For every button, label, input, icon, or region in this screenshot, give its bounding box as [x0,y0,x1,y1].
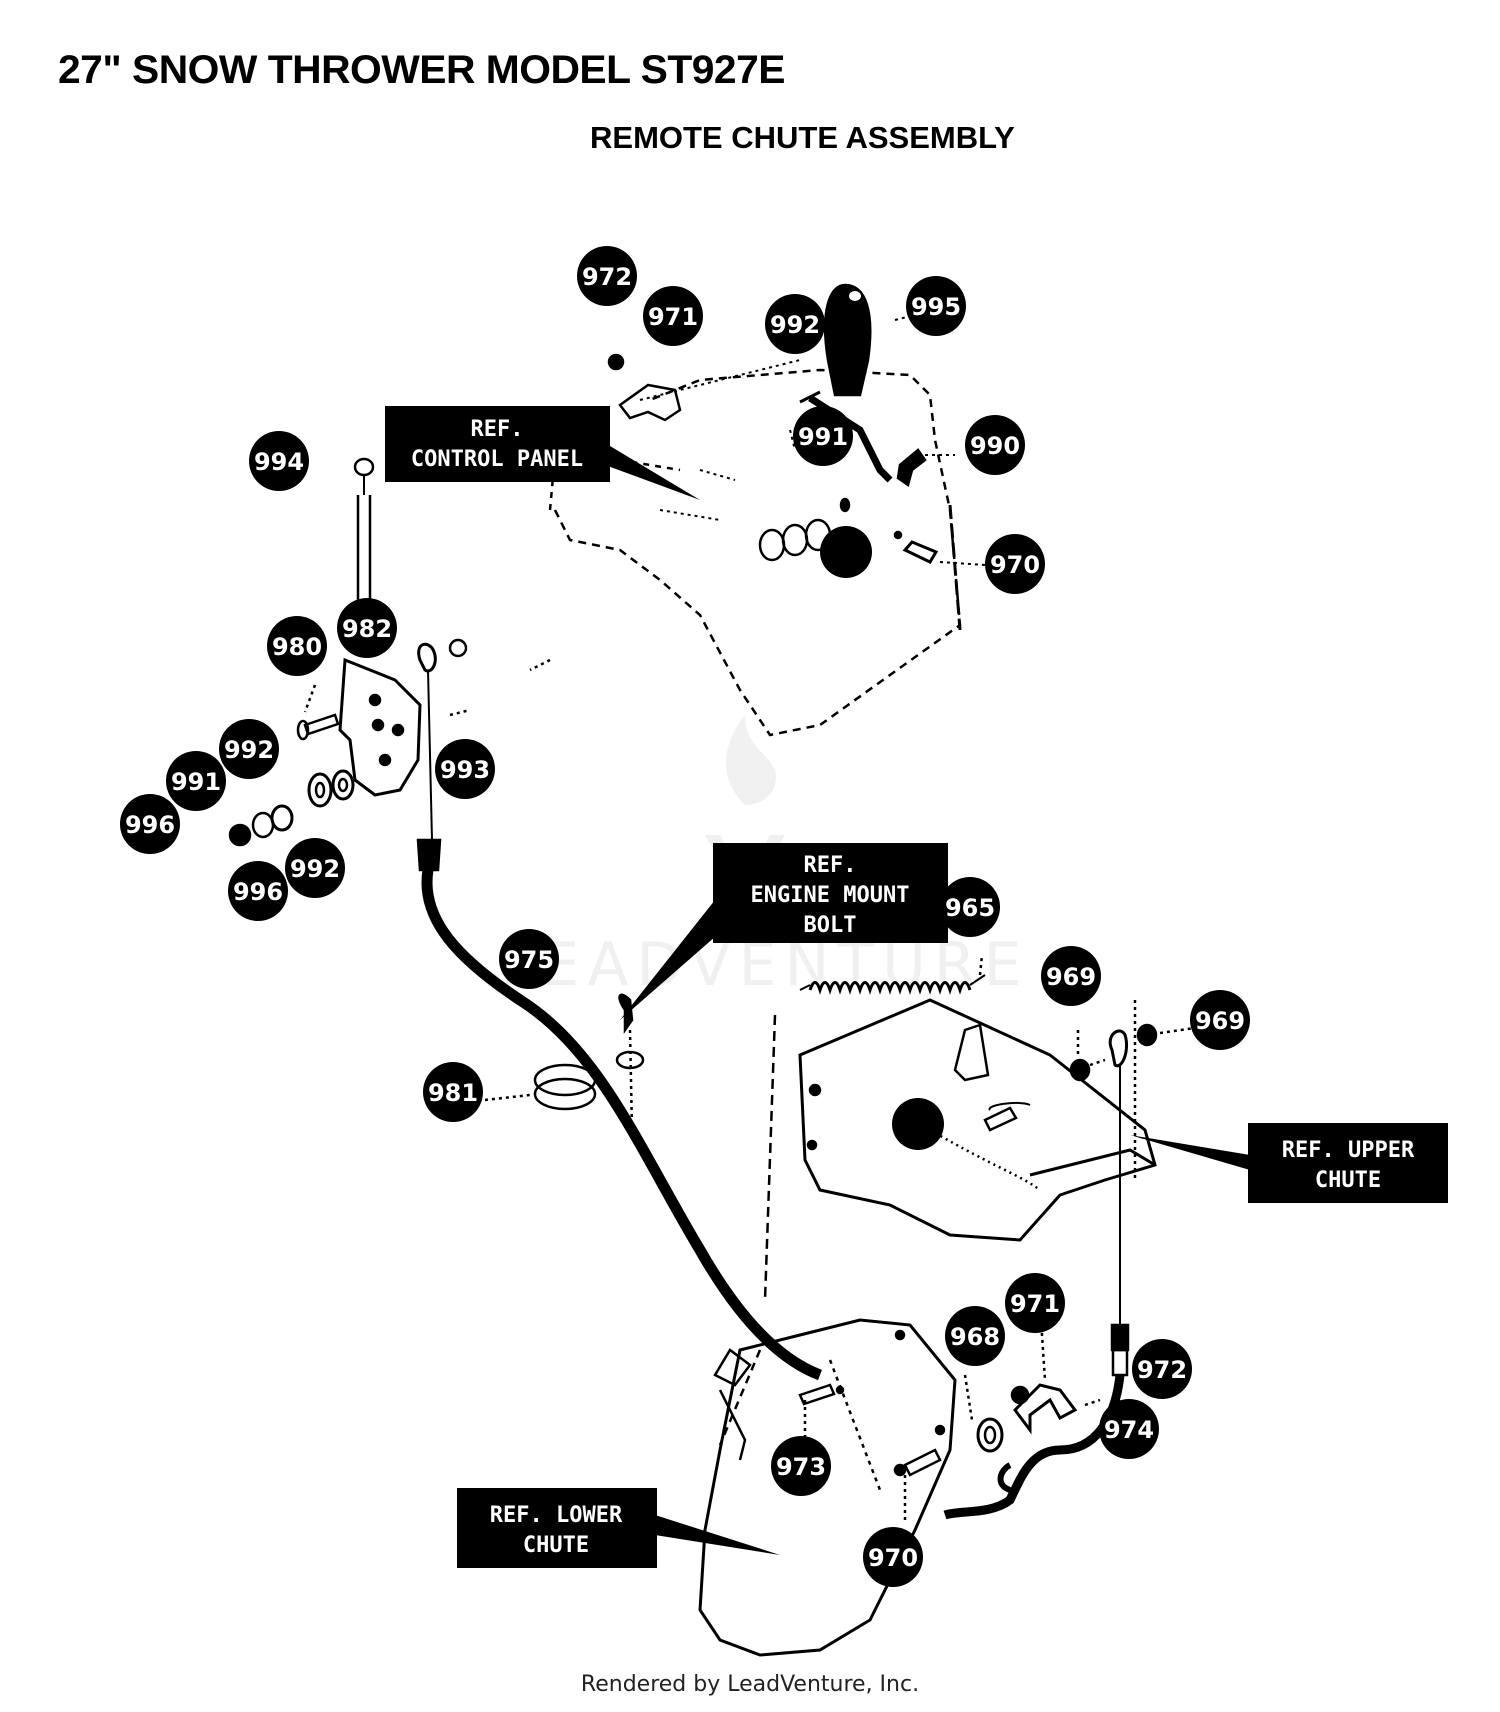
panel-screw [902,540,939,564]
svg-text:981: 981 [428,1079,478,1107]
svg-text:982: 982 [342,615,392,643]
svg-text:996: 996 [125,811,175,839]
ref-control-panel-pointer [600,440,700,500]
svg-text:995: 995 [911,293,961,321]
svg-text:ENGINE MOUNT: ENGINE MOUNT [751,883,910,908]
ref-lower-chute-pointer [655,1515,780,1555]
svg-text:992: 992 [224,736,274,764]
upper-chute-outline [798,998,1157,1242]
part-callout: 996 [120,794,180,854]
part-callout: 974 [1099,1399,1159,1459]
part-callout: 970 [985,534,1045,594]
ref-lower-chute-label: REF. LOWER CHUTE [457,1488,780,1568]
lever-bracket [896,448,927,488]
part-callout: 975 [499,929,559,989]
part-callout: 972 [1132,1339,1192,1399]
part-callout: 969 [1041,946,1101,1006]
footer-credit: Rendered by LeadVenture, Inc. [580,1672,920,1697]
part-callout: 980 [267,616,327,676]
coil-981 [484,993,645,1131]
part-callout: 991 [793,406,853,466]
svg-text:972: 972 [1137,1356,1187,1384]
svg-text:993: 993 [440,756,490,784]
cable-clip-top [618,383,682,422]
part-callout: 994 [249,431,309,491]
cable-clip-bottom [1013,1383,1078,1435]
part-callout: 993 [435,739,495,799]
control-panel-outline [553,368,962,737]
svg-text:965: 965 [945,894,995,922]
svg-text:991: 991 [798,423,848,451]
svg-text:970: 970 [990,551,1040,579]
spring-965 [808,981,972,995]
part-callout: 991 [166,751,226,811]
control-panel-drawing [548,283,986,737]
svg-text:973: 973 [776,1453,826,1481]
part-callout: 969 [1190,990,1250,1050]
cable-974 [943,1374,1125,1520]
svg-text:REF. UPPER: REF. UPPER [1282,1138,1415,1163]
svg-text:970: 970 [868,1544,918,1572]
svg-text:990: 990 [970,432,1020,460]
lower-chute-outline [698,1318,957,1657]
part-callout: 972 [577,246,637,306]
control-panel-hub [820,526,872,578]
nut-996 [228,823,252,847]
svg-text:969: 969 [1046,963,1096,991]
shift-knob [824,283,872,397]
svg-text:991: 991 [171,768,221,796]
washer-992 [307,772,333,808]
svg-text:994: 994 [254,448,304,476]
svg-text:969: 969 [1195,1007,1245,1035]
left-bracket-drawing [228,457,823,1381]
part-callout: 982 [337,598,397,658]
page-title: 27" SNOW THROWER MODEL ST927E [58,48,785,92]
part-callout: 995 [906,276,966,336]
svg-text:972: 972 [582,263,632,291]
svg-text:REF.: REF. [804,853,857,878]
svg-text:992: 992 [290,855,340,883]
upper-chute-drawing [763,954,1196,1377]
watermark-flame-icon [726,715,776,805]
svg-text:REF. LOWER: REF. LOWER [490,1503,623,1528]
ref-engine-mount-pointer [620,900,740,1020]
part-callout: 973 [771,1436,831,1496]
part-callout: 981 [423,1062,483,1122]
part-callout: 996 [228,861,288,921]
svg-text:974: 974 [1104,1416,1154,1444]
eyelet-969 [1108,1029,1129,1068]
page-subtitle: REMOTE CHUTE ASSEMBLY [590,120,1015,155]
part-callout: 992 [219,719,279,779]
svg-text:BOLT: BOLT [804,913,857,938]
ref-engine-mount-bolt-label: REF. ENGINE MOUNT BOLT [620,843,948,1020]
svg-text:REF.: REF. [471,417,524,442]
svg-text:971: 971 [1010,1290,1060,1318]
part-callout: 968 [945,1306,1005,1366]
part-callout: 990 [965,415,1025,475]
upper-chute-hub [892,1098,944,1150]
part-callout: 992 [765,294,825,354]
cable-eyelet [417,642,437,673]
ref-upper-chute-pointer [1130,1135,1250,1170]
lower-chute-drawing [698,1304,1125,1657]
svg-text:996: 996 [233,878,283,906]
ref-upper-chute-label: REF. UPPER CHUTE [1130,1123,1448,1203]
part-callout: 971 [1005,1273,1065,1333]
part-callout: 970 [863,1527,923,1587]
svg-text:975: 975 [504,946,554,974]
svg-text:CHUTE: CHUTE [1315,1168,1381,1193]
cable-975 [421,869,823,1381]
ref-control-panel-label: REF. CONTROL PANEL [385,406,700,500]
svg-text:980: 980 [272,633,322,661]
part-callout: 971 [643,286,703,346]
part-callout: 965 [940,877,1000,937]
part-callout: 992 [285,838,345,898]
svg-text:992: 992 [770,311,820,339]
svg-text:CONTROL PANEL: CONTROL PANEL [411,447,583,472]
svg-text:968: 968 [950,1323,1000,1351]
svg-text:971: 971 [648,303,698,331]
svg-text:CHUTE: CHUTE [523,1533,589,1558]
